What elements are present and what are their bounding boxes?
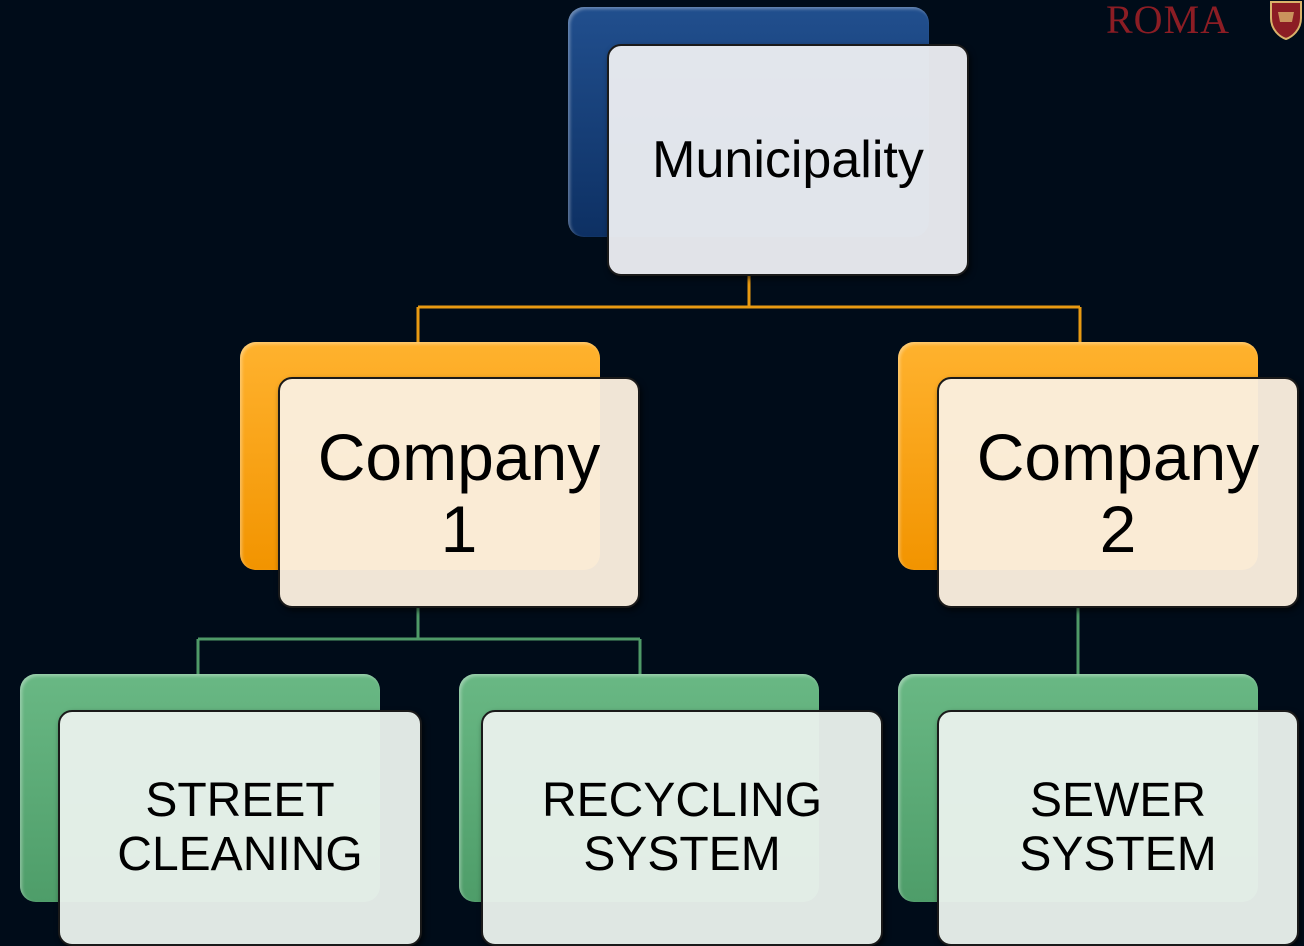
sewer-system-label: SEWER SYSTEM (1019, 774, 1217, 881)
street-cleaning-label: STREET CLEANING (117, 774, 363, 881)
company1-box: Company 1 (278, 377, 640, 608)
company2-box: Company 2 (937, 377, 1299, 608)
shield-emblem-icon (1270, 1, 1302, 40)
municipality-label: Municipality (652, 131, 924, 189)
recycling-system-label: RECYCLING SYSTEM (541, 774, 823, 881)
company2-label: Company 2 (976, 419, 1260, 566)
company-connectors (196, 606, 1080, 674)
root-connectors (416, 275, 1082, 342)
recycling-system-box: RECYCLING SYSTEM (481, 710, 883, 946)
municipality-box: Municipality (607, 44, 969, 276)
sewer-system-box: SEWER SYSTEM (937, 710, 1299, 946)
roma-logo-text: ROMA (1106, 0, 1231, 42)
roma-logo: ROMA (1100, 0, 1304, 40)
company1-label: Company 1 (317, 419, 601, 566)
street-cleaning-box: STREET CLEANING (58, 710, 422, 946)
